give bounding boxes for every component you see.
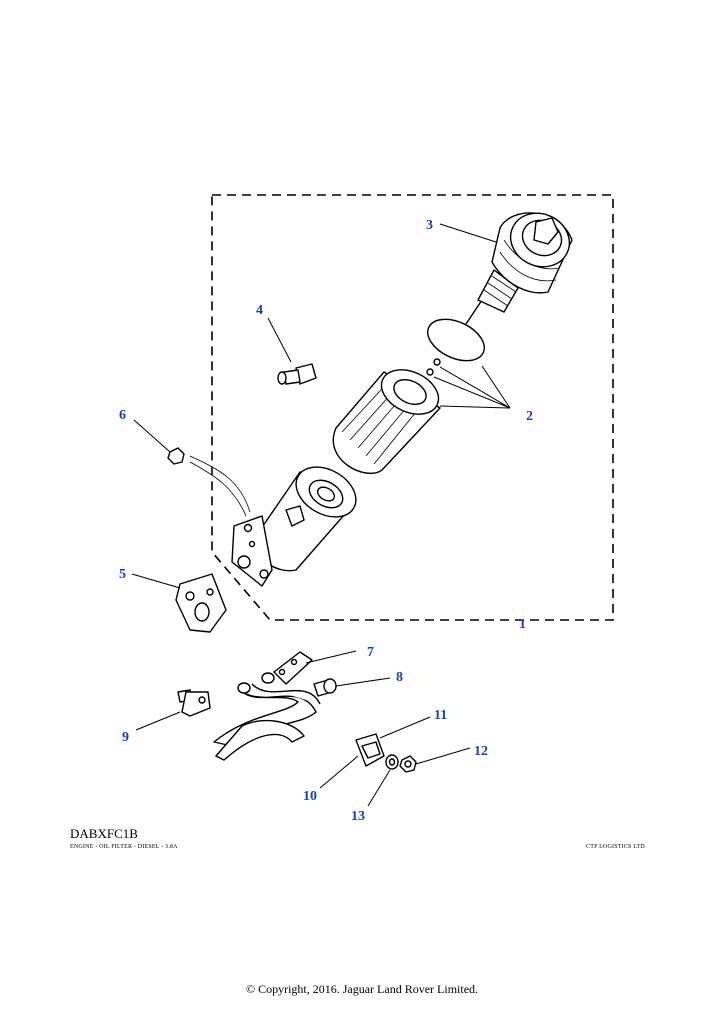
callout-8: 8 — [396, 670, 403, 685]
filter-housing — [231, 466, 357, 587]
nut-12 — [399, 755, 417, 773]
clip-block — [355, 733, 385, 767]
publisher-label: CTP LOGISTICS LTD — [586, 844, 645, 850]
callout-7: 7 — [367, 645, 374, 660]
callout-numbers: 1 2 3 4 5 6 7 8 9 10 11 12 13 — [119, 218, 533, 824]
diagram-caption: ENGINE - OIL FILTER - DIESEL - 3.8A — [70, 844, 178, 850]
callout-4: 4 — [256, 303, 263, 318]
bolt-clip-9 — [177, 689, 211, 717]
callout-3: 3 — [426, 218, 433, 233]
gasket — [175, 573, 227, 633]
filter-cap — [465, 212, 573, 325]
callout-12: 12 — [474, 744, 488, 759]
callout-1: 1 — [519, 617, 526, 632]
diagram-code: DABXFC1B — [70, 826, 138, 841]
oil-pipes — [213, 672, 321, 761]
assembly-boundary — [211, 194, 614, 621]
callout-6: 6 — [119, 408, 126, 423]
bolt-8 — [313, 678, 337, 697]
callout-13: 13 — [351, 809, 365, 824]
nut-with-wire — [167, 447, 251, 517]
washer — [385, 754, 399, 770]
callout-2: 2 — [526, 409, 533, 424]
pipe-bracket — [273, 651, 313, 685]
filter-element — [332, 369, 441, 475]
callout-5: 5 — [119, 567, 126, 582]
callout-9: 9 — [122, 730, 129, 745]
leader-lines — [131, 223, 511, 807]
callout-11: 11 — [434, 708, 447, 723]
callout-10: 10 — [303, 789, 317, 804]
pressure-sensor — [277, 363, 317, 385]
seal-rings — [426, 318, 485, 376]
copyright-notice: © Copyright, 2016. Jaguar Land Rover Lim… — [245, 982, 479, 996]
